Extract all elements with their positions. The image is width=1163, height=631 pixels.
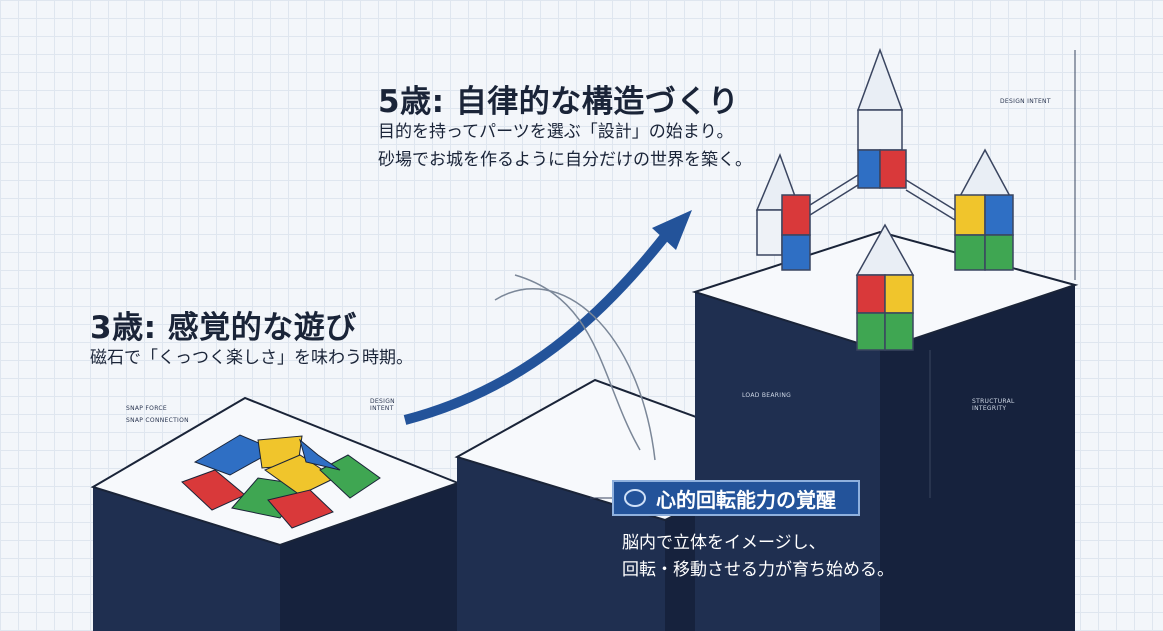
stage5-line1: 目的を持ってパーツを選ぶ「設計」の始まり。 bbox=[378, 122, 734, 142]
mental-rotation-title: 心的回転能力の覚醒 bbox=[656, 487, 836, 512]
mental-rotation-line1: 脳内で立体をイメージし、 bbox=[622, 533, 826, 553]
castle bbox=[755, 47, 1014, 351]
design-intent-left-label: DESIGN INTENT bbox=[370, 398, 395, 412]
stage5-line2: 砂場でお城を作るように自分だけの世界を築く。 bbox=[378, 150, 752, 170]
mental-rotation-badge: 心的回転能力の覚醒 bbox=[612, 480, 860, 516]
stage5-title: 5歳: 自律的な構造づくり bbox=[378, 84, 740, 120]
snap-force-label: SNAP FORCE bbox=[126, 405, 167, 412]
mental-rotation-line2: 回転・移動させる力が育ち始める。 bbox=[622, 560, 894, 580]
load-bearing-label: LOAD BEARING bbox=[742, 392, 792, 399]
stage3-title: 3歳: 感覚的な遊び bbox=[90, 310, 357, 346]
snap-connection-label: SNAP CONNECTION bbox=[126, 417, 189, 424]
design-intent-right-label: DESIGN INTENT bbox=[1000, 98, 1051, 105]
growth-arrow bbox=[403, 226, 674, 425]
stage3-line1: 磁石で「くっつく楽しさ」を味わう時期。 bbox=[90, 348, 413, 368]
block-age3 bbox=[90, 396, 461, 631]
structural-integrity-label: STRUCTURAL INTEGRITY bbox=[972, 398, 1015, 412]
magnetic-tiles bbox=[181, 434, 381, 529]
arrow-head bbox=[652, 210, 692, 250]
brain-icon bbox=[624, 489, 646, 507]
